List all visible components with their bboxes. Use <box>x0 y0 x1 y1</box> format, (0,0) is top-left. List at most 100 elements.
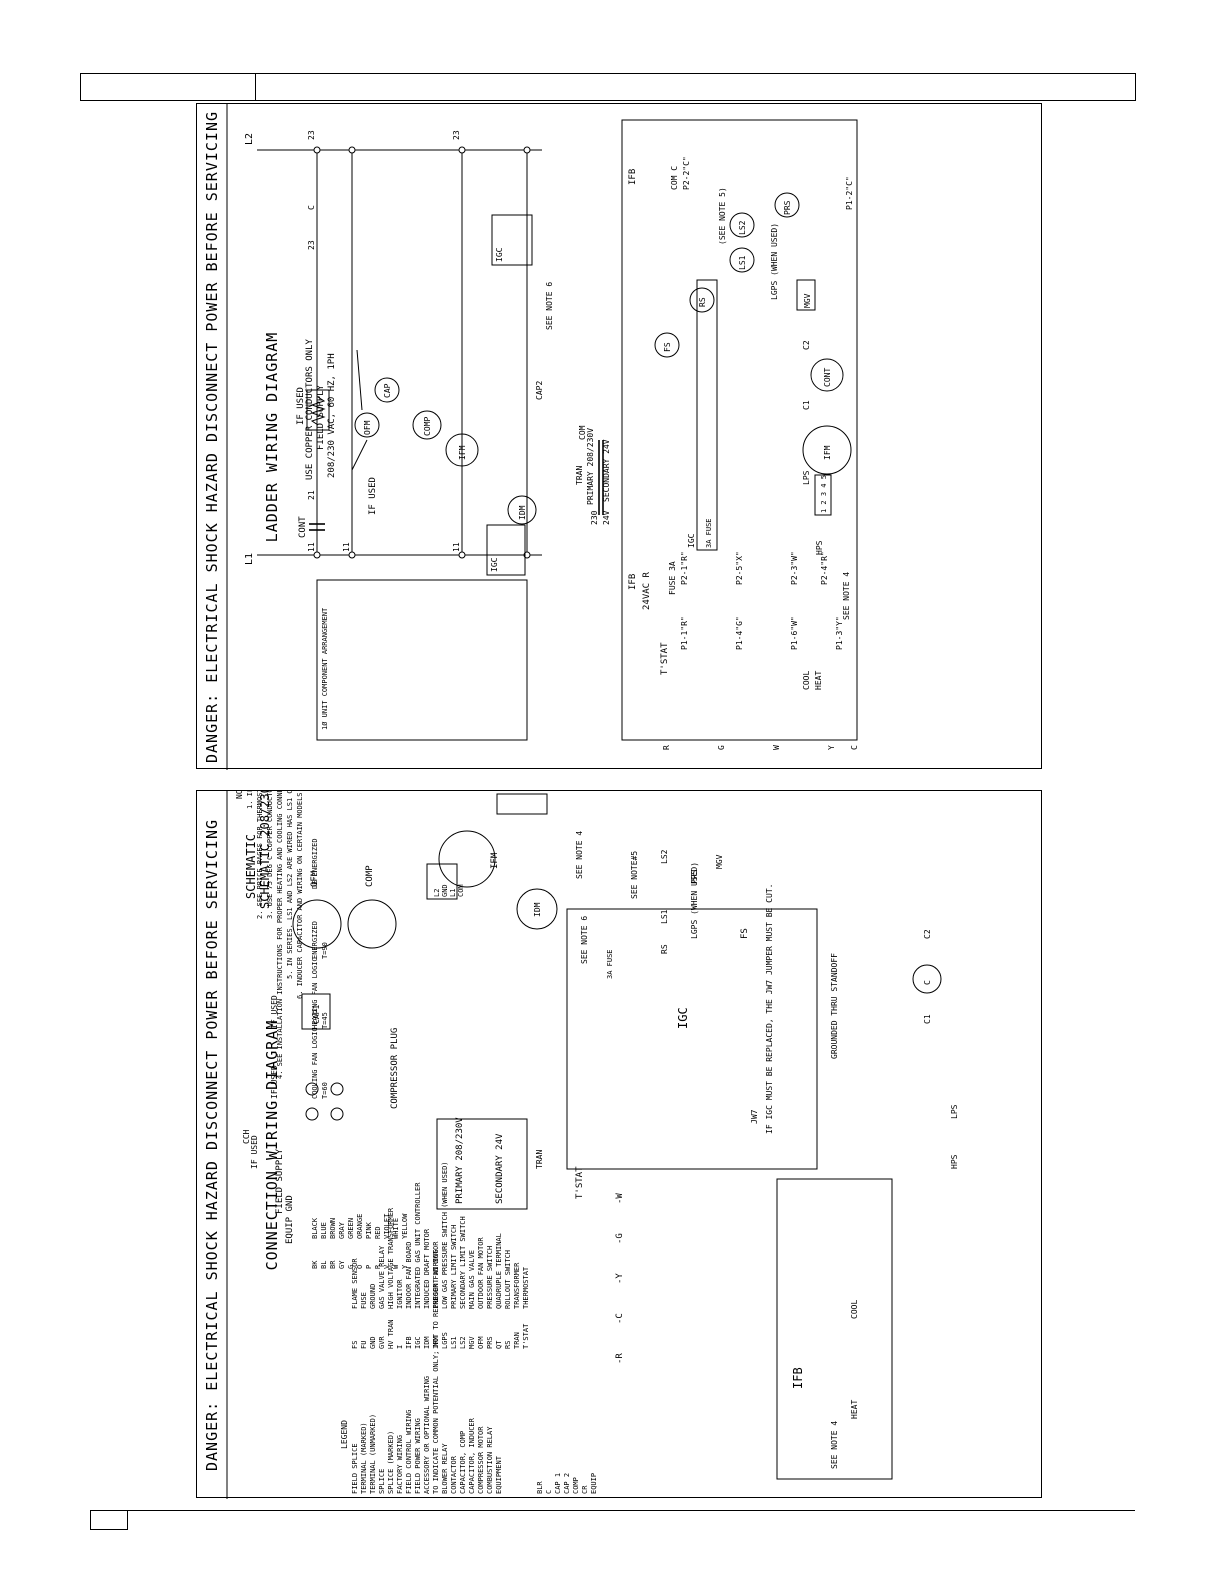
ladder-p1-1r: P1-1"R" <box>680 616 689 650</box>
legend-desc: PRESSURE SWITCH <box>486 1246 494 1309</box>
connection-ifm-l2: L2 <box>433 889 441 897</box>
legend-abbrev: OFM <box>477 1336 485 1349</box>
ladder-heat-label: HEAT <box>814 671 823 690</box>
ladder-tstat-g: G <box>717 745 726 750</box>
legend-symbol-desc: COMBUSTION RELAY <box>486 1426 494 1494</box>
connection-notes-title: NOTES: <box>235 791 244 799</box>
ladder-ls2-label: LS2 <box>738 220 747 235</box>
ladder-tstat-c: C <box>850 745 859 750</box>
connection-if-used-1: IF USED <box>270 995 279 1029</box>
connection-tran-label: TRAN <box>535 1150 544 1169</box>
legend-symbol-desc: ACCESSORY OR OPTIONAL WIRING <box>423 1376 431 1494</box>
legend-desc: HIGH VOLTAGE TRANSFORMER <box>387 1207 395 1309</box>
legend-desc: FLAME SENSOR <box>351 1258 359 1309</box>
connection-tstat-r: -R <box>615 1353 625 1364</box>
color-code-name: GRAY <box>338 1221 346 1239</box>
ladder-p1-3y: P1-3"Y" <box>835 616 844 650</box>
connection-title: CONNECTION WIRING DIAGRAM <box>263 1020 281 1271</box>
connection-note-4: 4. SEE INSTALLATION INSTRUCTIONS FOR PRO… <box>276 791 284 1079</box>
color-code-abbrev: G <box>347 1265 355 1269</box>
color-code-abbrev: Y <box>401 1264 409 1269</box>
ladder-supply-line2: FIELD SUPPLY <box>316 384 326 450</box>
ladder-see-note4: SEE NOTE 4 <box>842 572 851 620</box>
legend-symbol-desc: FACTORY WIRING <box>396 1435 404 1494</box>
ladder-term-c: C <box>307 205 316 210</box>
legend-abbrev: TRAN <box>513 1332 521 1349</box>
legend-desc: IGNITOR <box>396 1279 404 1309</box>
ladder-see-note6: SEE NOTE 6 <box>545 282 554 330</box>
ladder-term-11a: 11 <box>307 542 316 552</box>
connection-cap1-label: CAP1 <box>312 1005 321 1024</box>
ladder-ls2-switch <box>729 212 755 238</box>
connection-tstat-g: -G <box>615 1233 625 1244</box>
legend-abbrev: I <box>396 1345 404 1349</box>
legend-desc: INDUCED DRAFT MOTOR <box>423 1228 431 1309</box>
ladder-heater <box>306 389 330 431</box>
ladder-24v-label: 24V <box>602 510 611 525</box>
connection-igc-label: IGC <box>676 1007 690 1029</box>
ladder-ifm-label: IFM <box>458 445 467 460</box>
legend-abbrev-left: EQUIP <box>590 1473 598 1494</box>
connection-field-supply: FIELD SUPPLY <box>275 1148 285 1214</box>
color-code-name: WHITE <box>392 1218 400 1239</box>
legend-abbrev-left: BLR <box>536 1481 544 1494</box>
color-code-name: BLACK <box>311 1217 319 1239</box>
color-code-abbrev: BL <box>320 1261 328 1269</box>
connection-ifb-label: IFB <box>791 1367 805 1389</box>
connection-color-rows: BKBLACKBLBLUEBRBROWNGYGRAYGGREENOORANGEP… <box>311 1213 409 1269</box>
legend-desc: INTEGRATED GAS UNIT CONTROLLER <box>414 1182 422 1309</box>
connection-ofm-motor <box>292 899 342 949</box>
ladder-igc-label-a: IGC <box>490 557 499 572</box>
ladder-ls1-switch <box>729 247 755 273</box>
ladder-mgv-label: MGV <box>803 293 812 308</box>
legend-abbrev: PRS <box>486 1336 494 1349</box>
color-code-abbrev: V <box>383 1264 391 1269</box>
connection-secondary-label: SECONDARY 24V <box>495 1133 505 1204</box>
legend-abbrev: FS <box>351 1341 359 1349</box>
legend-abbrev: T'STAT <box>522 1323 530 1349</box>
ladder-primary-label: PRIMARY 208/230V <box>586 428 595 505</box>
ladder-p2-4r: P2-4"R" <box>820 551 829 585</box>
color-code-name: VIOLET <box>383 1213 391 1239</box>
ladder-cool-label: COOL <box>802 671 811 690</box>
ladder-prs-switch <box>774 192 800 218</box>
ladder-if-used-top: IF USED <box>296 387 306 425</box>
ladder-p1-6w: P1-6"W" <box>790 616 799 650</box>
legend-symbol-desc: CAPACITOR, INDUCER <box>468 1417 476 1494</box>
legend-abbrev: GVR <box>378 1336 386 1349</box>
connection-tstat-w: -W <box>615 1193 625 1204</box>
connection-prs-label: PRS <box>690 869 699 884</box>
legend-desc: GROUND <box>369 1284 377 1309</box>
ladder-idm-circle <box>507 495 537 525</box>
ladder-fuse-label: FUSE 3A <box>668 561 677 595</box>
ladder-cap-label: CAP <box>383 383 392 398</box>
ladder-cont-label: CONT <box>298 516 308 538</box>
legend-abbrev-left: C <box>545 1490 553 1494</box>
connection-legend-title: LEGEND <box>340 1420 349 1449</box>
ladder-ofm-circle <box>354 412 380 438</box>
legend-abbrev: QT <box>495 1340 503 1349</box>
legend-abbrev-left: CR <box>581 1485 589 1494</box>
connection-ifm-motor <box>438 830 496 888</box>
ladder-ifm-pins <box>814 474 832 516</box>
ladder-c2-label: C2 <box>802 340 811 350</box>
color-code-abbrev: BK <box>311 1260 319 1269</box>
ladder-rs-label: RS <box>698 297 707 307</box>
legend-symbol-desc: TERMINAL (MARKED) <box>360 1422 368 1494</box>
connection-idm-label: IDM <box>533 902 542 917</box>
color-code-name: PINK <box>365 1221 373 1239</box>
ladder-cap2-label: CAP2 <box>535 381 544 400</box>
color-code-name: RED <box>374 1226 382 1239</box>
fan-logic-label: T=45 <box>321 1012 329 1029</box>
connection-grounded: GROUNDED THRU STANDOFF <box>830 953 839 1059</box>
connection-if-used-3: IF USED <box>250 1135 259 1169</box>
color-code-abbrev: P <box>365 1265 373 1269</box>
fan-logic-label: COOLING FAN LOGIC <box>311 1027 319 1099</box>
connection-ifm-terminal-block <box>426 863 458 900</box>
legend-abbrev: IFM <box>432 1336 440 1349</box>
connection-idm-motor <box>516 888 558 930</box>
connection-tstat-c: -C <box>615 1313 625 1324</box>
legend-desc: FUSE <box>360 1292 368 1309</box>
ladder-tran-label: TRAN <box>575 466 584 485</box>
